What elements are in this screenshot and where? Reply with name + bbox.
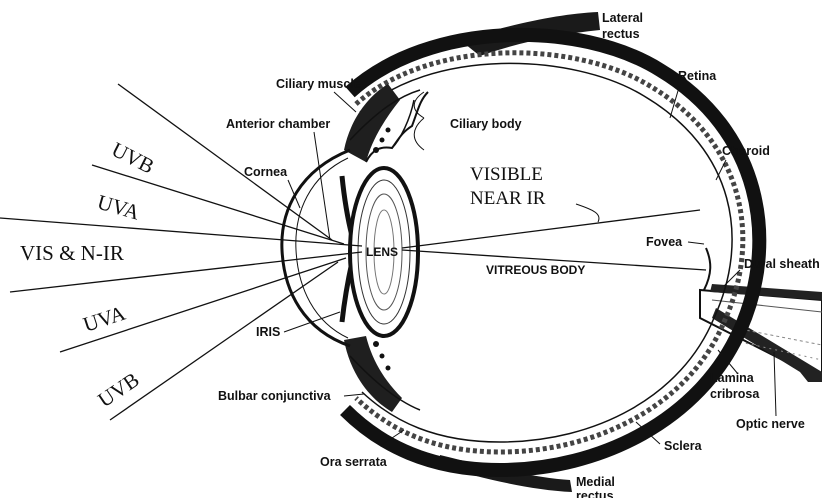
label-near-ir: NEAR IR: [470, 188, 546, 209]
label-retina: Retina: [678, 69, 717, 83]
label-lamina-1: Lamina: [710, 371, 755, 385]
label-choroid: Choroid: [722, 144, 770, 158]
label-cornea: Cornea: [244, 165, 288, 179]
label-medial-rectus-1: Medial: [576, 475, 615, 489]
label-visible: VISIBLE: [470, 164, 543, 185]
fovea-notch: [704, 248, 710, 290]
label-lens: LENS: [366, 245, 398, 259]
label-iris: IRIS: [256, 325, 280, 339]
label-vis-nir: VIS & N-IR: [20, 241, 124, 265]
label-sclera: Sclera: [664, 439, 703, 453]
cornea-outline: [282, 150, 350, 346]
label-ora-serrata: Ora serrata: [320, 455, 388, 469]
label-optic-nerve: Optic nerve: [736, 417, 805, 431]
label-ciliary-muscle: Ciliary muscle: [276, 77, 361, 91]
label-lamina-2: cribrosa: [710, 387, 760, 401]
label-uva-top: UVA: [95, 190, 144, 225]
label-uvb-bottom: UVB: [93, 367, 143, 412]
label-fovea: Fovea: [646, 235, 683, 249]
label-dural-sheath: Dural sheath: [744, 257, 820, 271]
label-ciliary-body: Ciliary body: [450, 117, 522, 131]
ciliary-body-top: [344, 84, 428, 162]
label-medial-rectus-2: rectus: [576, 489, 614, 498]
label-lateral-rectus-2: rectus: [602, 27, 640, 41]
label-bulbar-conjunctiva: Bulbar conjunctiva: [218, 389, 332, 403]
label-lateral-rectus-1: Lateral: [602, 11, 643, 25]
label-vitreous-body: VITREOUS BODY: [486, 263, 585, 277]
label-anterior-chamber: Anterior chamber: [226, 117, 330, 131]
